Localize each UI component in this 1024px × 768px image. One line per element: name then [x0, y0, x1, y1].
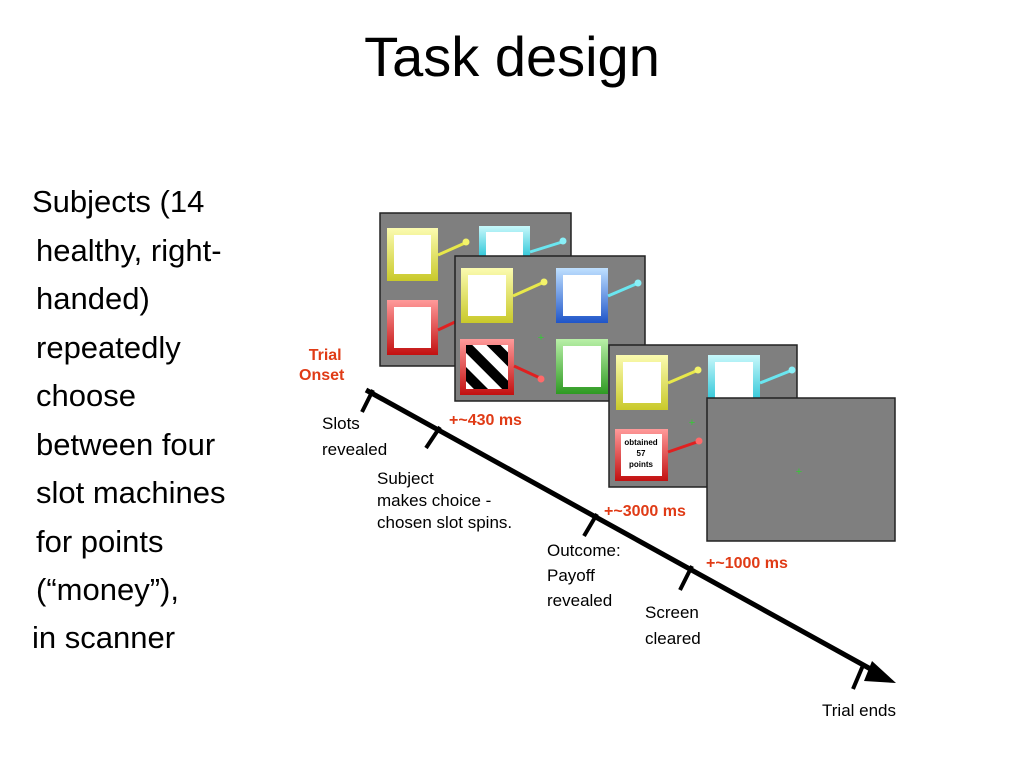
slot-machine-yellow [616, 355, 702, 410]
bullet-line: slot machines [36, 475, 226, 510]
trial-onset-line2: Onset [299, 367, 345, 384]
duration-430-label: +~430 ms [449, 412, 522, 429]
duration-1000-label: +~1000 ms [706, 555, 788, 572]
payoff-text-line1: obtained [624, 438, 657, 447]
payoff-text-line3: points [629, 460, 654, 469]
outcome-line2: Payoff [547, 566, 595, 585]
screen-cleared: + [706, 397, 896, 542]
slot-machine-red [387, 300, 456, 355]
bullet-line: between four [36, 426, 216, 462]
trial-onset-label: Trial Onset [299, 346, 344, 386]
slot-machine-blue [556, 268, 642, 323]
slot-machine-yellow [387, 228, 470, 281]
trial-ends-label: Trial ends [822, 701, 897, 720]
slots-revealed-label: Slots revealed [322, 413, 387, 461]
bullet-line: for points [36, 523, 164, 559]
subject-choice-line2: makes choice - [377, 491, 492, 510]
tick-outcome [678, 565, 694, 591]
screen-choice: + [454, 255, 646, 402]
duration-3000-label: +~3000 ms [604, 503, 686, 520]
slide-title: Task design [364, 25, 660, 88]
tick-choice [582, 512, 599, 538]
bullet-line: handed) [36, 281, 150, 316]
screen-cleared-line1: Screen [645, 603, 699, 622]
payoff-text-line2: 57 [637, 449, 646, 458]
slot-machine-cyan [708, 355, 796, 399]
slots-revealed-line2: revealed [322, 440, 388, 459]
bullet-line: healthy, right- [36, 232, 222, 268]
bullet-text: Subjects (14 healthy, right- handed) rep… [32, 178, 286, 615]
tick-trial-onset [360, 389, 375, 413]
slot-machine-yellow [461, 268, 548, 323]
bullet-line: (“money”), [36, 572, 179, 607]
bullet-line: Subjects (14 [32, 184, 205, 219]
slot-machine-cyan [479, 226, 567, 256]
subject-choice-line3: chosen slot spins. [377, 513, 513, 532]
subject-choice-line1: Subject [377, 469, 434, 488]
slot-machine-red-payoff: obtained 57 points [615, 429, 703, 481]
tick-slots-revealed [424, 425, 442, 450]
outcome-line3: revealed [547, 591, 613, 610]
bullet-line: repeatedly [36, 329, 181, 365]
bullet-line-scanner: in scanner [32, 620, 176, 655]
outcome-line1: Outcome: [547, 541, 621, 560]
outcome-label: Outcome: Payoff revealed [547, 540, 621, 612]
fixation-cross-icon: + [796, 466, 802, 478]
timeline-arrow [360, 387, 896, 690]
slot-machine-red-spinning [460, 339, 545, 395]
fixation-cross-icon: + [538, 332, 544, 344]
screen-cleared-line2: cleared [645, 629, 701, 648]
screen-cleared-label: Screen cleared [645, 602, 701, 650]
fixation-cross-icon: + [689, 417, 695, 429]
subject-choice-label: Subject makes choice - chosen slot spins… [377, 468, 512, 534]
trial-onset-line1: Trial [308, 347, 342, 364]
bullet-line: choose [36, 378, 136, 413]
slots-revealed-line1: Slots [322, 414, 360, 433]
slot-machine-green [556, 339, 608, 394]
tick-trial-end [851, 662, 866, 690]
